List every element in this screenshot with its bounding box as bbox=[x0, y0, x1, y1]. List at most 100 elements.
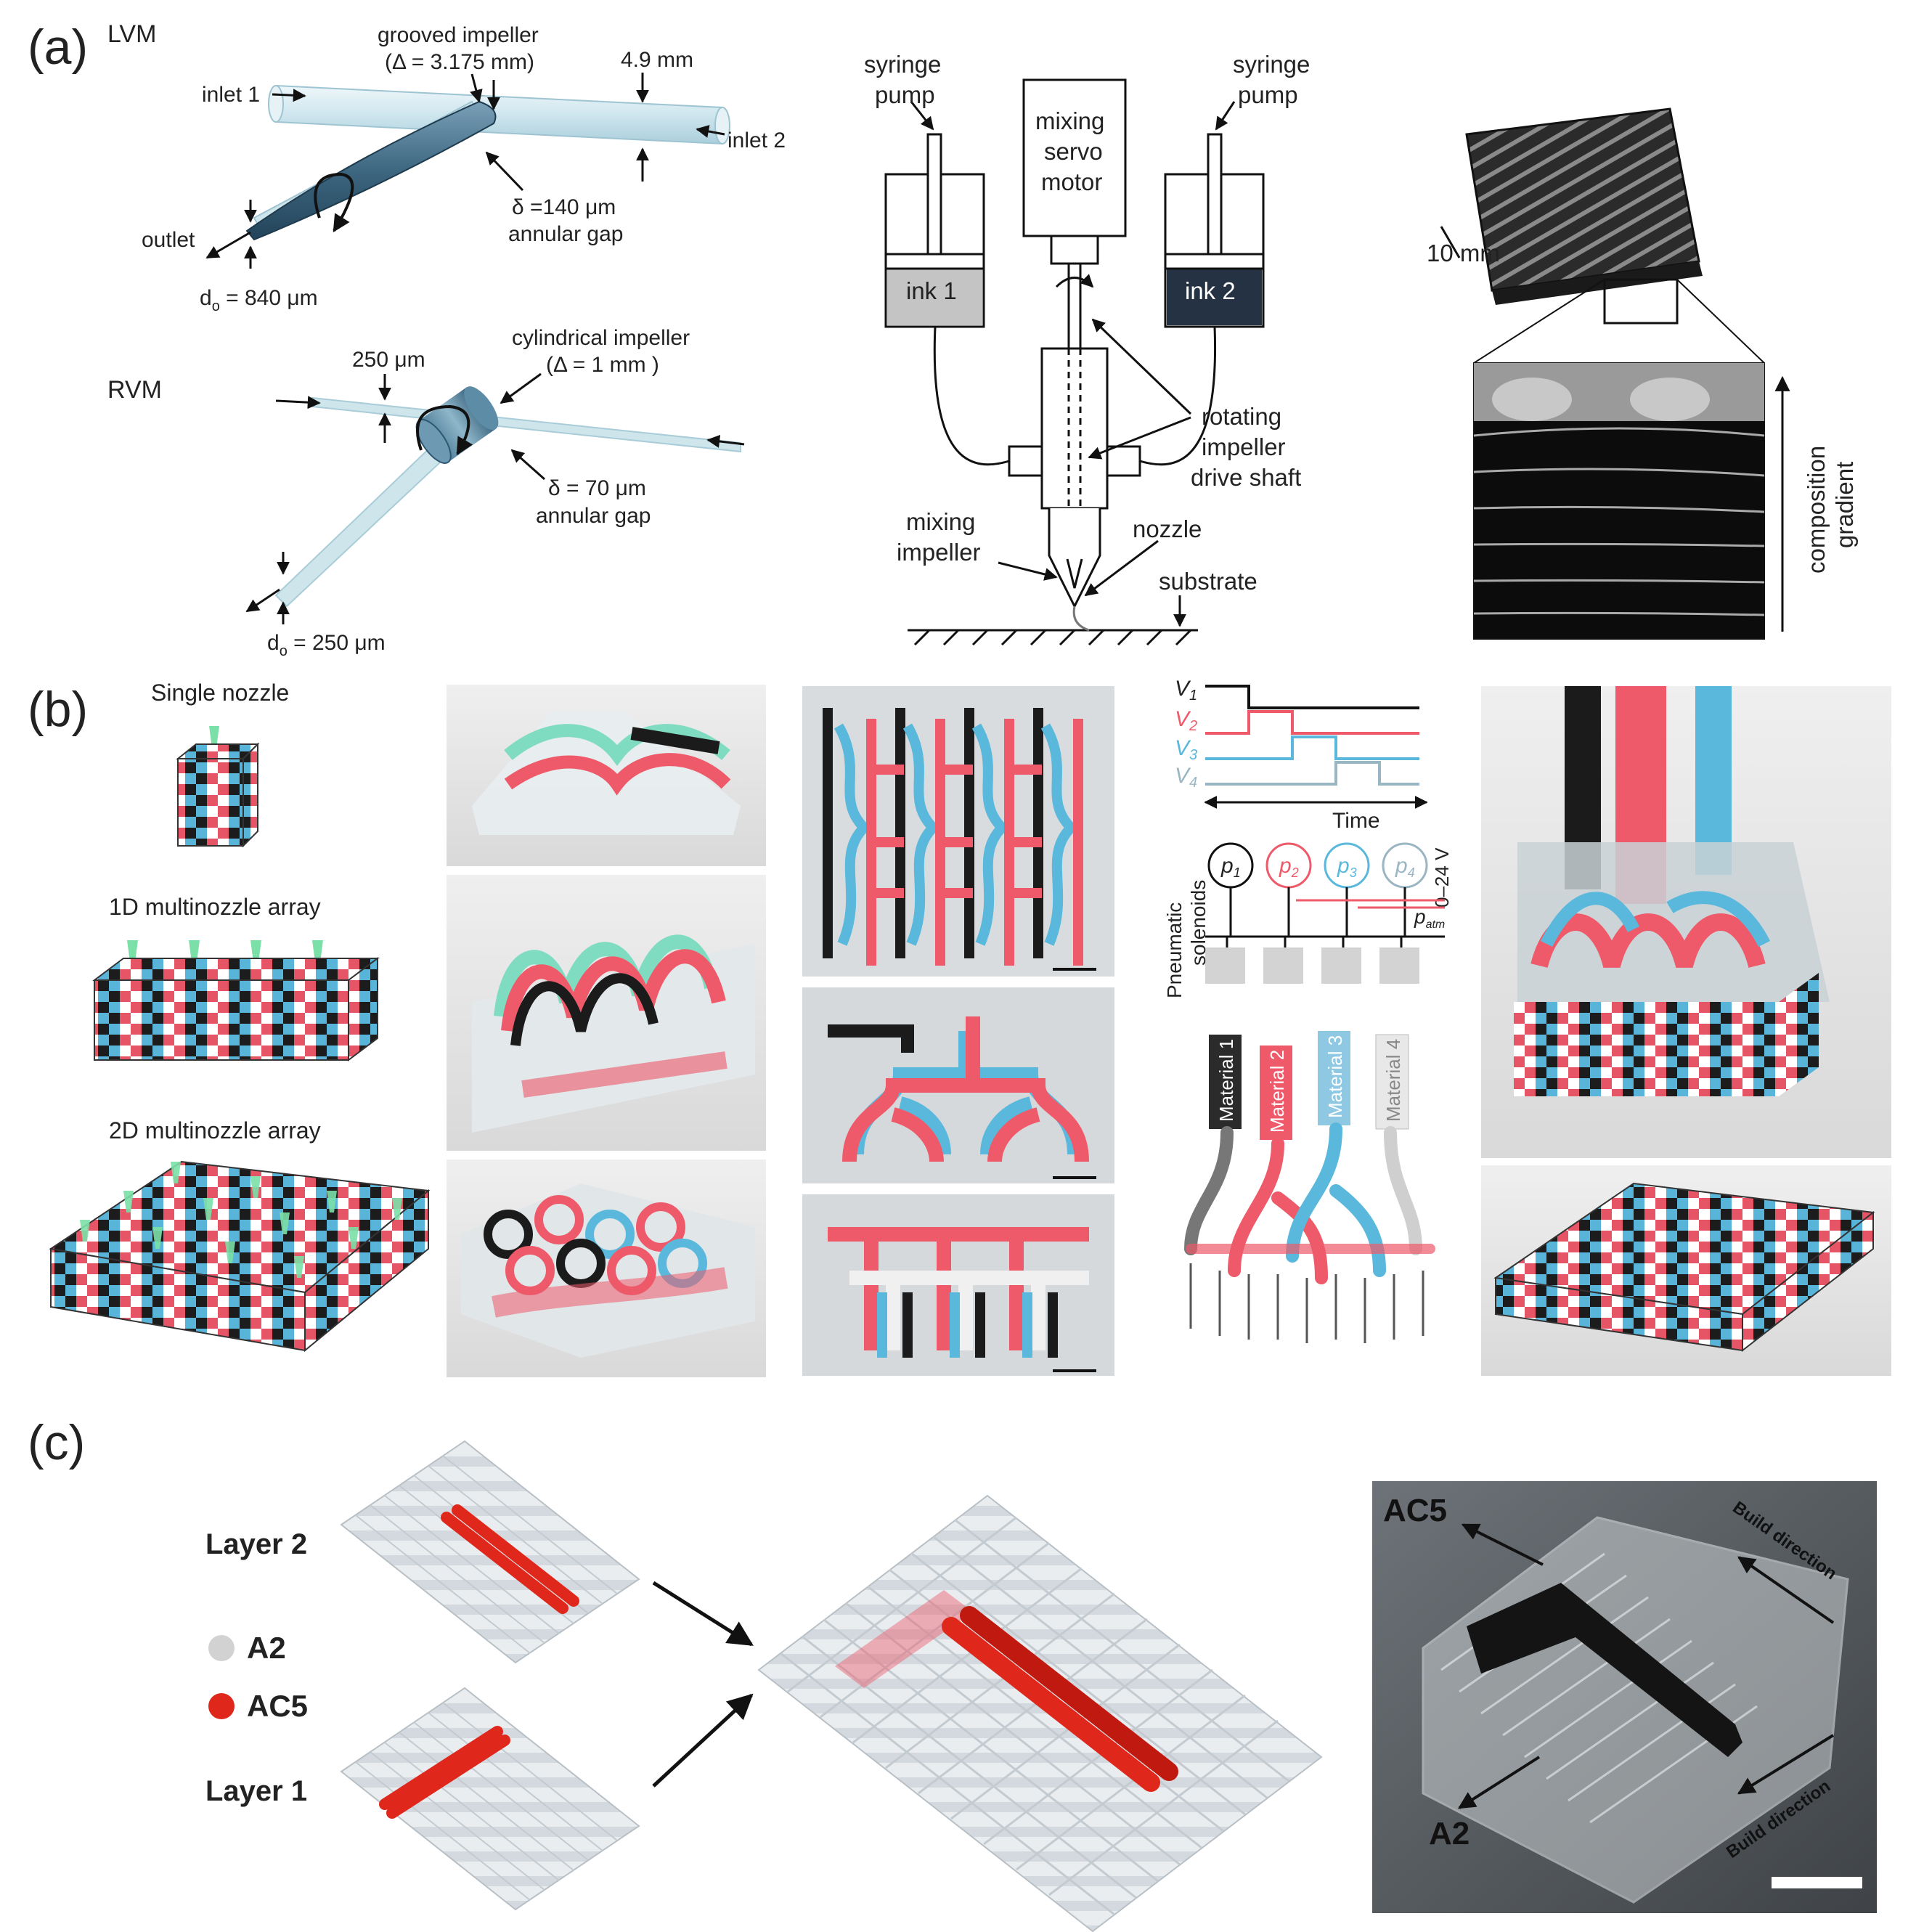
shaft-rotation-arrow bbox=[1055, 274, 1094, 288]
oned-block-top bbox=[92, 958, 380, 981]
sample-top-photo bbox=[1465, 107, 1700, 292]
pneumatic-schematic: p1 p2 p3 p4 0–24 V patm Pneumatic soleno… bbox=[1163, 842, 1453, 1343]
setup-labels: syringe pump syringe pump mixing servo m… bbox=[864, 51, 1310, 595]
photo-b1-mid-teal bbox=[494, 934, 719, 1018]
lvm-rotation-arrow bbox=[314, 172, 354, 233]
scale-bar-10mm bbox=[1440, 226, 1461, 258]
rvm-title: RVM bbox=[107, 376, 162, 404]
rotating-line1: rotating bbox=[1202, 403, 1281, 430]
zoom-box bbox=[1603, 278, 1679, 325]
ink2-fill bbox=[1167, 269, 1262, 325]
solenoid-wiring-color bbox=[1296, 899, 1445, 909]
photo-b1-top-channel-black bbox=[630, 727, 720, 754]
lvm-outlet-d: do = 840 μm bbox=[200, 286, 318, 314]
combined-rods-b bbox=[787, 1516, 1279, 1896]
pneumatic-label-line1: Pneumatic bbox=[1163, 902, 1186, 998]
rvm-gap-note: annular gap bbox=[536, 504, 651, 528]
pump-right-arrow bbox=[1215, 101, 1236, 131]
rvm-cylinder bbox=[415, 386, 499, 464]
lvm-outlet-arrow bbox=[205, 231, 251, 259]
layer1-plate bbox=[340, 1687, 640, 1911]
mixing-impeller-line1: mixing bbox=[906, 508, 975, 535]
timing-diagram: V1 V2 V3 V4 Time bbox=[1175, 677, 1428, 833]
rotating-shaft-arrow bbox=[1091, 318, 1192, 415]
photo-b2-bottom-black bbox=[902, 1292, 1058, 1358]
photo-b2-bottom-blue bbox=[877, 1292, 1032, 1358]
panel-b: (b) Single nozzle 1D multinozzle array 2… bbox=[28, 677, 1891, 1377]
cross-section-bead-2 bbox=[1630, 378, 1710, 421]
rvm-diagram: RVM 250 μm cylindrical impeller (Δ = 1 m… bbox=[107, 326, 745, 659]
extruded-filament bbox=[1072, 606, 1090, 632]
lvm-inlet2: inlet 2 bbox=[727, 129, 786, 152]
lvm-gap-note: annular gap bbox=[508, 222, 623, 246]
layer2-red-rod-2 bbox=[452, 1504, 579, 1607]
panel-c: (c) Layer 2 A2 AC5 Layer 1 bbox=[28, 1415, 1877, 1932]
label-p4: p4 bbox=[1395, 854, 1415, 880]
rvm-channel bbox=[311, 396, 741, 453]
lvm-outlet: outlet bbox=[142, 228, 195, 252]
pump-left-line2: pump bbox=[875, 81, 935, 108]
photo-c-ac5-arrow bbox=[1461, 1523, 1544, 1566]
rvm-width: 250 μm bbox=[352, 348, 425, 372]
material1-label: Material 1 bbox=[1215, 1039, 1237, 1122]
photo-c-black-t bbox=[1467, 1583, 1742, 1757]
nozzle-label: nozzle bbox=[1133, 515, 1202, 542]
gradient-label-line1: composition bbox=[1803, 446, 1830, 574]
photo-b2-top-networks bbox=[823, 708, 1083, 966]
photo-b1-mid-reflection bbox=[521, 1051, 727, 1098]
photo-b1-bottom-loops bbox=[484, 1195, 707, 1295]
lvm-grooved-label: grooved impeller bbox=[378, 23, 539, 47]
combined-red-rod-1 bbox=[942, 1617, 1160, 1792]
mixing-setup-schematic bbox=[884, 78, 1265, 646]
photo-c-a2-arrow bbox=[1457, 1756, 1541, 1809]
photo-c-ac5-label: AC5 bbox=[1383, 1493, 1447, 1528]
twod-nozzle-icons bbox=[80, 1162, 402, 1278]
twod-slab-side bbox=[304, 1189, 429, 1353]
rvm-outlet-flow-arrow bbox=[245, 588, 280, 613]
rvm-cyl-label: cylindrical impeller bbox=[512, 326, 690, 350]
voltage-label: 0–24 V bbox=[1431, 847, 1453, 908]
layer1-rods bbox=[355, 1702, 618, 1901]
material4-label: Material 4 bbox=[1382, 1039, 1404, 1122]
signal-v2 bbox=[1205, 710, 1419, 735]
single-nozzle-icon bbox=[209, 726, 219, 748]
single-nozzle-label: Single nozzle bbox=[151, 680, 289, 706]
photo-b1-top-channel-teal bbox=[504, 724, 730, 766]
lvm-tube bbox=[275, 84, 723, 145]
label-v4: V4 bbox=[1175, 764, 1197, 791]
substrate-hatching bbox=[913, 629, 1192, 646]
lvm-inlet1: inlet 1 bbox=[202, 83, 260, 107]
photo-c-scale-bar bbox=[1772, 1877, 1862, 1888]
printed-structures-col2 bbox=[802, 686, 1114, 1376]
lvm-grooved-arrow bbox=[470, 73, 483, 103]
motor-line2: servo bbox=[1044, 138, 1103, 165]
panel-c-label: (c) bbox=[28, 1415, 85, 1470]
patm-label: patm bbox=[1414, 905, 1445, 931]
photo-b2-bottom-white bbox=[849, 1271, 1089, 1350]
material1-syringe bbox=[1209, 1035, 1242, 1129]
label-p2: p2 bbox=[1279, 854, 1299, 880]
layer1-red-rod-1 bbox=[379, 1726, 503, 1810]
oned-block-front bbox=[94, 979, 349, 1061]
rvm-inlet-left-arrow bbox=[275, 396, 321, 409]
legend-a2-label: A2 bbox=[247, 1631, 286, 1665]
photo-b3-checker-block bbox=[1514, 1002, 1779, 1096]
nozzle-array-schematics: Single nozzle 1D multinozzle array 2D mu… bbox=[49, 680, 431, 1353]
panel-b-label: (b) bbox=[28, 682, 88, 737]
material3-label: Material 3 bbox=[1324, 1035, 1346, 1118]
printhead-channels bbox=[1184, 1122, 1435, 1284]
layer2-red-rod-1 bbox=[441, 1512, 568, 1614]
layer1-label: Layer 1 bbox=[205, 1775, 307, 1807]
printed-part-photo: AC5 A2 Build direction Build direction bbox=[1372, 1481, 1877, 1913]
material-syringes: Material 1 Material 2 Material 3 Materia… bbox=[1209, 1031, 1409, 1140]
lvm-diameter: 4.9 mm bbox=[621, 48, 693, 72]
multimaterial-printhead-photos bbox=[1481, 686, 1891, 1376]
cross-section-layers bbox=[1473, 427, 1765, 616]
zoom-line-right bbox=[1676, 279, 1765, 364]
rvm-outlet-d: do = 250 μm bbox=[267, 631, 386, 659]
time-label: Time bbox=[1332, 809, 1380, 833]
lvm-gap-arrow bbox=[485, 151, 524, 192]
rvm-cyl-dim: (Δ = 1 mm ) bbox=[546, 353, 659, 377]
panel-a: (a) LVM grooved impeller (Δ = 3.175 mm) … bbox=[28, 20, 1858, 659]
label-v3: V3 bbox=[1175, 736, 1197, 763]
